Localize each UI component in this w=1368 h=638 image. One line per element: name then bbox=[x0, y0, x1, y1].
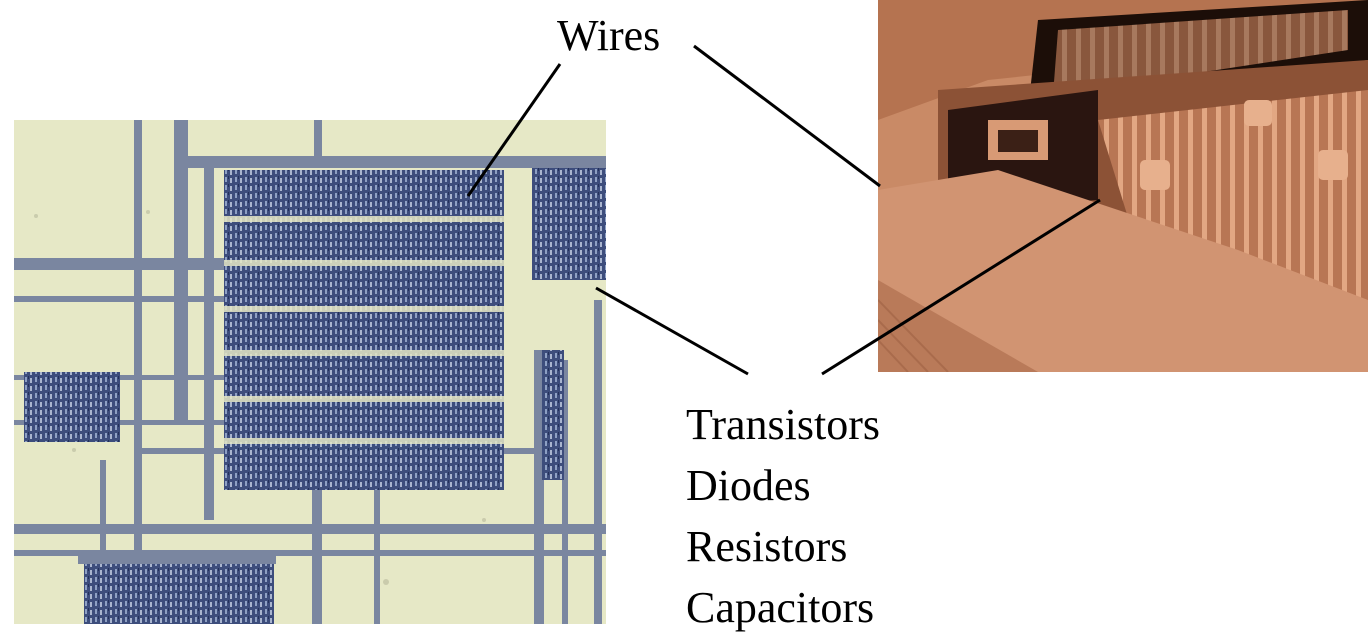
leader-wires-to-sem bbox=[693, 44, 881, 188]
component-label-diodes: Diodes bbox=[686, 461, 811, 510]
wires-label: Wires bbox=[557, 11, 661, 60]
leader-components-to-chip bbox=[595, 286, 749, 376]
component-list: Transistors Diodes Resistors Capacitors bbox=[686, 394, 880, 638]
chip-micrograph-image bbox=[14, 120, 606, 624]
leader-wires-to-chip bbox=[466, 63, 562, 197]
component-label-resistors: Resistors bbox=[686, 522, 848, 571]
leader-components-to-sem bbox=[821, 198, 1101, 376]
component-label-capacitors: Capacitors bbox=[686, 583, 875, 632]
figure: Wires Transistors Diodes Resistors Capac… bbox=[14, 0, 1368, 632]
component-label-transistors: Transistors bbox=[686, 400, 880, 449]
leader-lines bbox=[466, 44, 1101, 376]
sem-micrograph-image bbox=[878, 0, 1368, 372]
